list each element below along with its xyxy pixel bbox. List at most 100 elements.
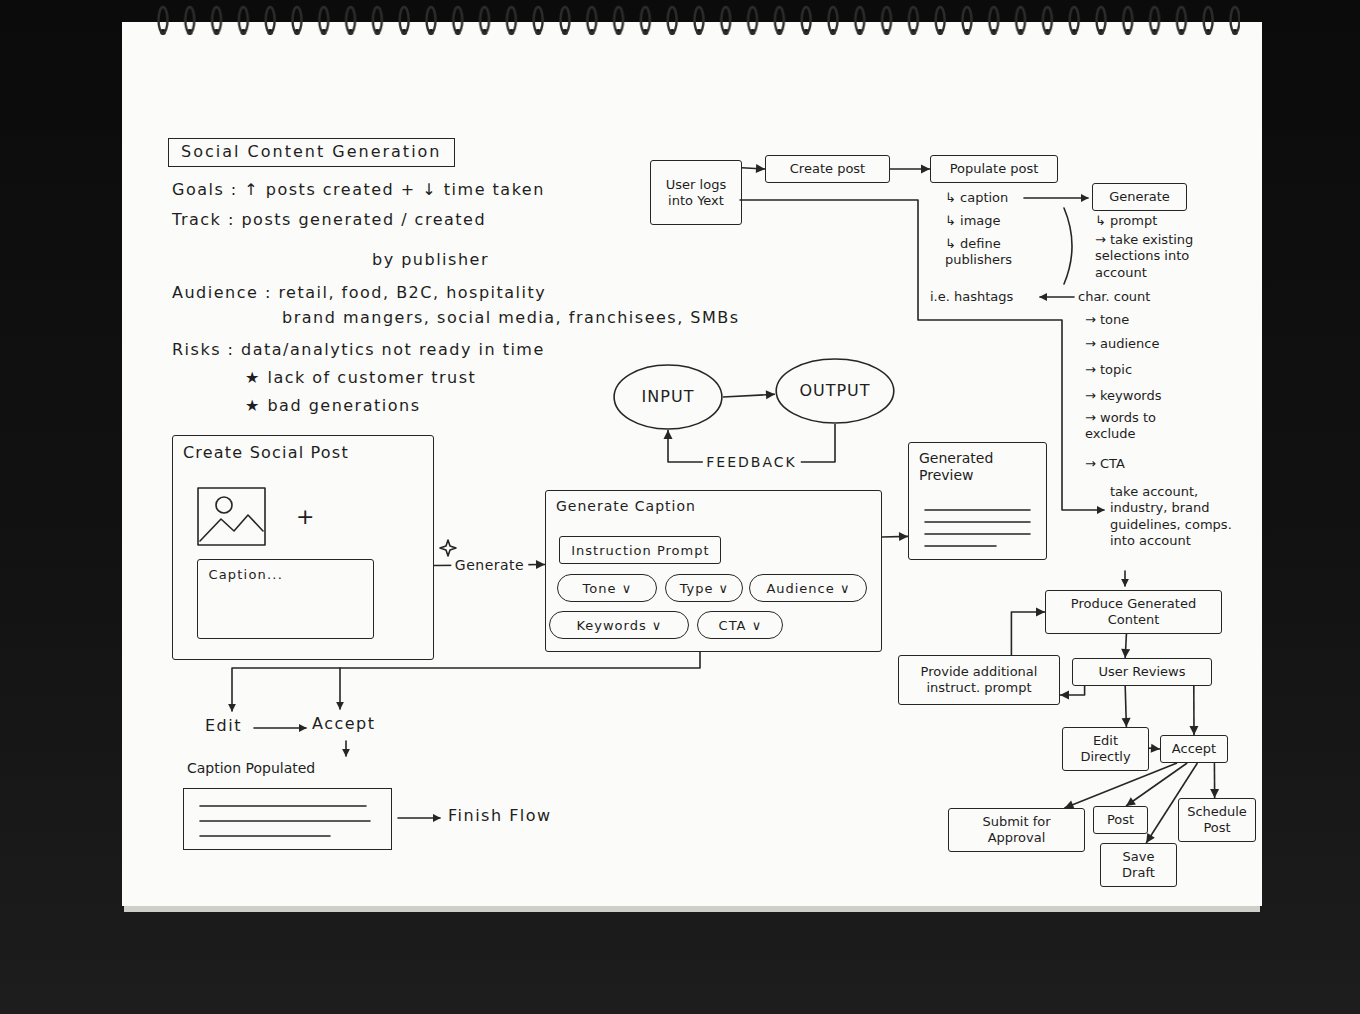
note-text: → words to exclude — [1085, 410, 1195, 443]
node-text: Post — [1107, 812, 1134, 828]
flow-line — [1024, 197, 1088, 199]
node-text: Generate — [1109, 189, 1170, 205]
note-text: Finish Flow — [448, 806, 552, 826]
dropdown-pill: Type ∨ — [665, 574, 743, 602]
note-text: → keywords — [1085, 388, 1162, 404]
flow-line — [1040, 296, 1074, 298]
note-text: i.e. hashtags — [930, 289, 1013, 305]
flow-line — [232, 652, 700, 711]
flow-line — [398, 817, 440, 819]
arrowhead — [766, 390, 775, 399]
node-text: Edit Directly — [1069, 733, 1142, 764]
image-icon-mountain — [200, 515, 263, 541]
dropdown-pill: Audience ∨ — [749, 574, 867, 602]
arrowhead — [1122, 718, 1131, 727]
node-text: Produce Generated Content — [1052, 596, 1215, 627]
arrowhead — [1036, 608, 1045, 617]
node-text: Accept — [1172, 741, 1216, 757]
connector — [1011, 608, 1045, 656]
note-text: take account, industry, brand guidelines… — [1110, 484, 1255, 549]
node-text: CTA ∨ — [719, 618, 763, 634]
process-box: Submit for Approval — [948, 808, 1085, 852]
node-text: Instruction Prompt — [571, 543, 709, 559]
process-box: Schedule Post — [1178, 798, 1256, 842]
arrowhead — [1151, 744, 1160, 753]
arrowhead — [1126, 797, 1136, 806]
arrowhead — [921, 165, 930, 174]
input-field: Caption... — [197, 559, 374, 639]
arrowhead — [1060, 691, 1069, 700]
arrowhead — [1121, 649, 1130, 658]
node-text: OUTPUT — [799, 381, 870, 400]
note-text: char. count — [1078, 289, 1150, 305]
note-text: Audience : retail, food, B2C, hospitalit… — [172, 283, 546, 303]
connector — [1060, 686, 1085, 700]
node-heading: Generate Caption — [556, 498, 871, 515]
process-box: Post — [1093, 806, 1148, 834]
node-text: Create post — [790, 161, 865, 177]
flow-line — [339, 668, 341, 709]
process-box: Provide additional instruct. prompt — [898, 655, 1060, 705]
node-heading: Create Social Post — [183, 443, 423, 462]
note-text: ★ bad generations — [245, 396, 420, 416]
note-text: by publisher — [372, 250, 489, 270]
note-text: ↳ image — [945, 213, 1001, 229]
connector — [1210, 763, 1219, 798]
connector-line — [1064, 763, 1177, 808]
input-field: Instruction Prompt — [559, 536, 721, 564]
process-box: Edit Directly — [1062, 727, 1149, 771]
arrowhead — [664, 430, 673, 439]
node-heading: Generated Preview — [919, 450, 1036, 484]
node-text: Schedule Post — [1185, 804, 1249, 835]
spiral-binding — [150, 0, 1240, 46]
ellipse-node: INPUT — [613, 364, 723, 430]
node-text: Save Draft — [1107, 849, 1170, 880]
ellipse-line — [614, 365, 722, 429]
preview-lines — [925, 510, 1030, 546]
node-heading: Caption Populated — [187, 760, 388, 777]
note-text: brand mangers, social media, franchisees… — [282, 308, 740, 328]
image-icon — [198, 488, 265, 545]
wireframe-panel: Create Social PostCaption... — [172, 435, 434, 660]
note-text: ↳ prompt — [1095, 213, 1157, 229]
node-text: Submit for Approval — [955, 814, 1078, 845]
process-box: User Reviews — [1072, 658, 1212, 686]
node-text: Tone ∨ — [583, 581, 633, 597]
process-box: Populate post — [930, 155, 1058, 183]
note-text: → topic — [1085, 362, 1132, 378]
note-text: Accept — [312, 714, 376, 734]
note-text: → CTA — [1085, 456, 1125, 472]
connector — [882, 532, 908, 541]
wireframe-panel: Generate CaptionInstruction PromptTone ∨… — [545, 490, 882, 652]
connector — [1146, 763, 1197, 843]
connector — [1149, 744, 1160, 753]
process-box: Generate — [1092, 183, 1187, 211]
connector — [1189, 686, 1198, 735]
process-box: Create post — [765, 155, 890, 183]
node-text: Keywords ∨ — [576, 618, 662, 634]
node-text: Provide additional instruct. prompt — [905, 664, 1053, 695]
ellipse-line — [776, 359, 894, 423]
process-box: Accept — [1160, 735, 1228, 763]
node-text: User Reviews — [1099, 664, 1186, 680]
dropdown-pill: Tone ∨ — [557, 574, 657, 602]
preview-panel: Generated Preview — [908, 442, 1047, 560]
connector-line — [1146, 763, 1197, 843]
note-text: Track : posts generated / created — [172, 210, 486, 230]
node-text: Audience ∨ — [766, 581, 850, 597]
dropdown-pill: Keywords ∨ — [549, 611, 689, 639]
connector — [1122, 686, 1131, 727]
note-text: Risks : data/analytics not ready in time — [172, 340, 545, 360]
node-text: Populate post — [950, 161, 1039, 177]
process-box: Produce Generated Content — [1045, 590, 1222, 634]
arrowhead — [899, 532, 908, 541]
connector-label: Generate — [451, 557, 528, 574]
dropdown-pill: CTA ∨ — [697, 611, 783, 639]
connector — [723, 390, 775, 399]
note-text: ★ lack of customer trust — [245, 368, 476, 388]
node-text: User logs into Yext — [657, 177, 735, 208]
arrowhead — [536, 560, 545, 569]
arrowhead — [1210, 789, 1219, 798]
arrowhead — [756, 164, 765, 173]
